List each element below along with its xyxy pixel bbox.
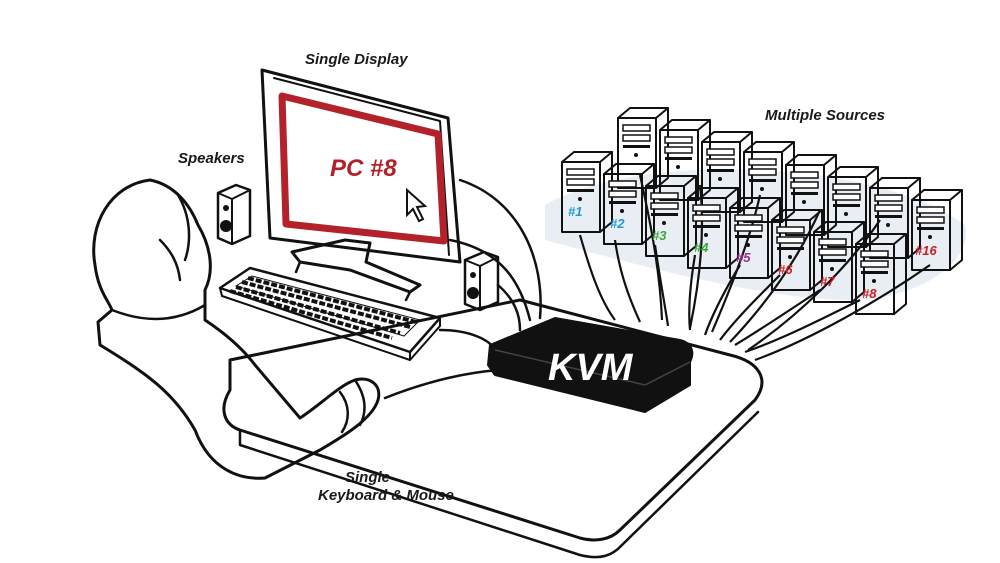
kvm-label: KVM xyxy=(548,347,634,389)
source-label: #16 xyxy=(915,243,937,258)
source-label: #3 xyxy=(652,228,667,243)
screen-label: PC #8 xyxy=(330,155,397,182)
monitor xyxy=(260,68,462,302)
speaker-right-icon xyxy=(463,250,500,312)
caption-speakers: Speakers xyxy=(178,150,245,167)
cables xyxy=(383,178,542,400)
caption-keyboard-line2: Keyboard & Mouse xyxy=(318,487,454,504)
caption-multiple-sources: Multiple Sources xyxy=(765,107,885,124)
source-label: #7 xyxy=(820,274,835,289)
keyboard xyxy=(218,266,442,361)
caption-keyboard-line1: Single xyxy=(345,469,390,486)
desk xyxy=(222,298,764,559)
caption-single-display: Single Display xyxy=(305,51,408,68)
source-label: #4 xyxy=(694,240,709,255)
source-label: #6 xyxy=(778,262,793,277)
source-label: #2 xyxy=(610,216,625,231)
source-label: #1 xyxy=(568,204,582,219)
source-label: #8 xyxy=(862,286,877,301)
source-label: #5 xyxy=(736,250,751,265)
speaker-left-icon xyxy=(216,183,252,246)
source-labels: #1 #2 #3 #4 #5 #6 #7 #8 #16 xyxy=(568,204,937,301)
kvm-switch xyxy=(487,317,694,413)
cursor-icon xyxy=(406,187,428,223)
user-person xyxy=(92,178,381,480)
screen-frame xyxy=(278,92,448,245)
